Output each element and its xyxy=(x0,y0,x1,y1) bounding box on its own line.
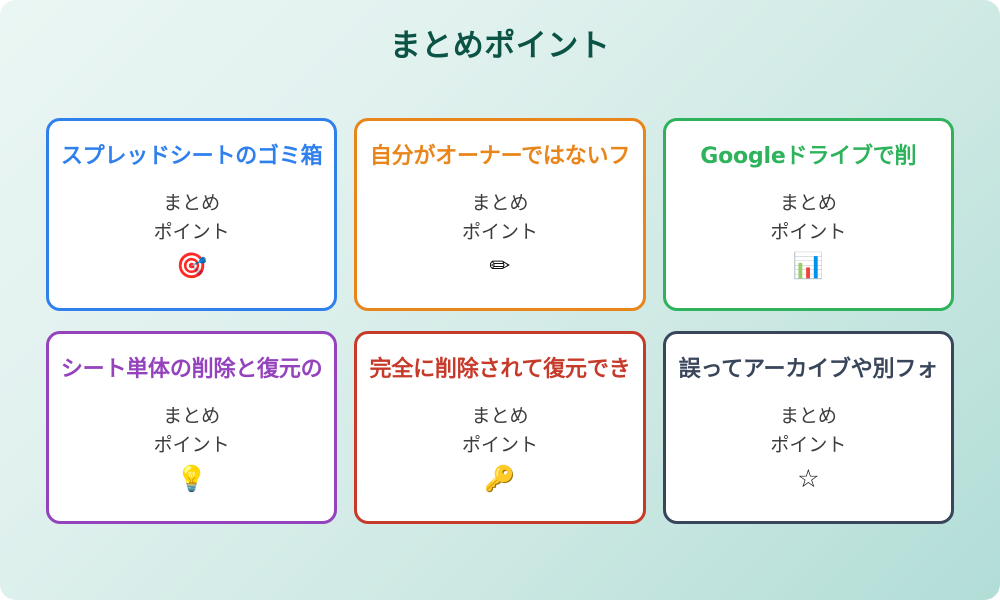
card-body: まとめ ポイント xyxy=(461,404,538,456)
summary-card[interactable]: スプレッドシートのゴミ箱 まとめ ポイント 🎯 xyxy=(46,118,338,311)
summary-card[interactable]: 完全に削除されて復元でき まとめ ポイント 🔑 xyxy=(354,331,646,524)
summary-card[interactable]: Googleドライブで削 まとめ ポイント 📊 xyxy=(662,118,954,311)
star-icon: ☆ xyxy=(797,464,820,494)
card-title: シート単体の削除と復元の xyxy=(60,357,323,382)
card-title: 誤ってアーカイブや別フォ xyxy=(678,357,938,382)
card-body: まとめ ポイント xyxy=(461,191,538,243)
card-title: 完全に削除されて復元でき xyxy=(369,357,631,382)
card-body: まとめ ポイント xyxy=(153,191,230,243)
lightbulb-icon: 💡 xyxy=(176,464,208,494)
key-icon: 🔑 xyxy=(484,464,516,494)
card-title: Googleドライブで削 xyxy=(700,144,917,169)
pencil-icon: ✏ xyxy=(489,251,511,281)
card-title: スプレッドシートのゴミ箱 xyxy=(60,144,323,169)
bar-chart-icon: 📊 xyxy=(792,251,824,281)
summary-card-grid: スプレッドシートのゴミ箱 まとめ ポイント 🎯 自分がオーナーではないフ まとめ… xyxy=(46,118,954,524)
card-body: まとめ ポイント xyxy=(770,404,847,456)
summary-card[interactable]: 自分がオーナーではないフ まとめ ポイント ✏ xyxy=(354,118,646,311)
summary-card[interactable]: シート単体の削除と復元の まとめ ポイント 💡 xyxy=(46,331,338,524)
card-title: 自分がオーナーではないフ xyxy=(369,144,631,169)
card-body: まとめ ポイント xyxy=(770,191,847,243)
page-title: まとめポイント xyxy=(389,28,611,64)
summary-card[interactable]: 誤ってアーカイブや別フォ まとめ ポイント ☆ xyxy=(662,331,954,524)
card-body: まとめ ポイント xyxy=(153,404,230,456)
target-dart-icon: 🎯 xyxy=(176,251,208,281)
